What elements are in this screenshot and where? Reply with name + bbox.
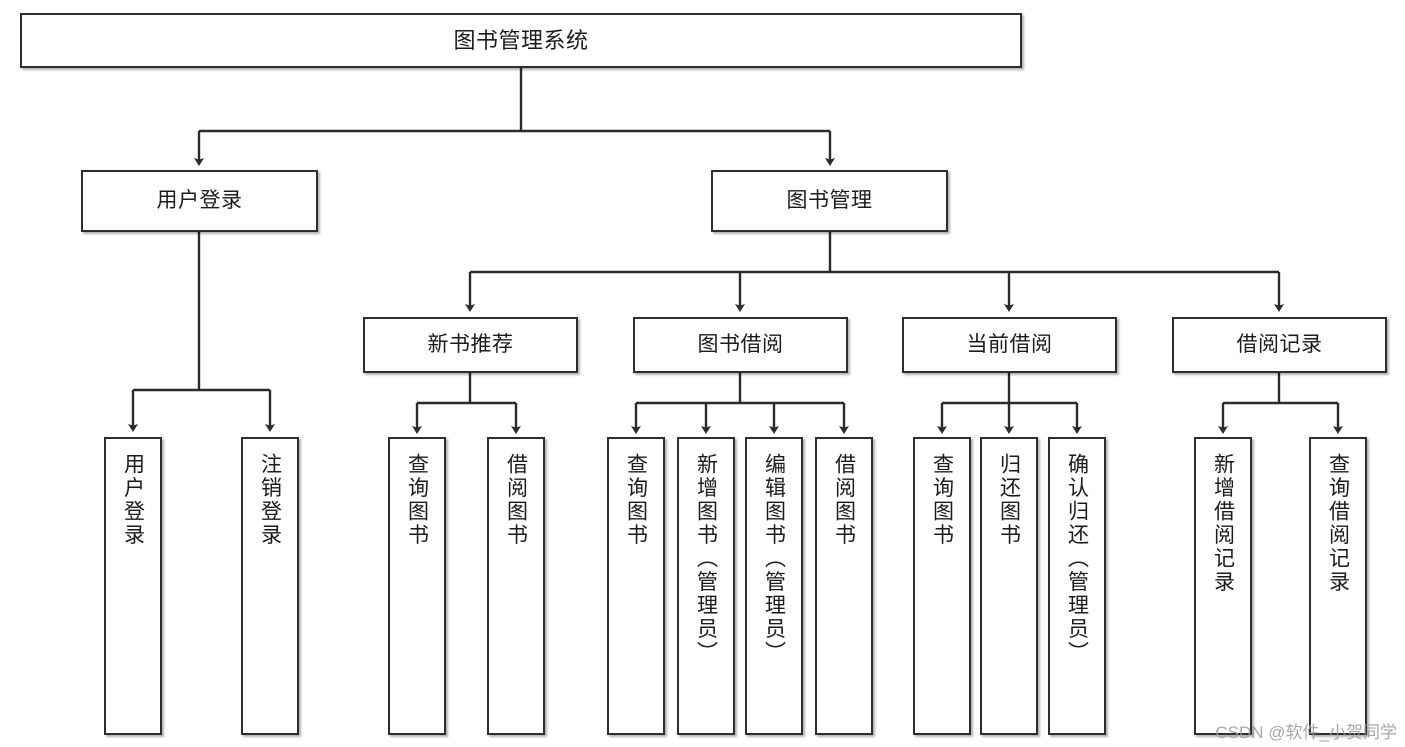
node-label: 查询图书 [405, 453, 429, 547]
node-label: 借阅记录 [1236, 332, 1323, 356]
node-user-login[interactable]: 用户登录 [81, 170, 318, 232]
node-label: 借阅图书 [504, 453, 528, 547]
node-new-book-recommend[interactable]: 新书推荐 [363, 317, 578, 373]
node-borrow-records[interactable]: 借阅记录 [1172, 317, 1387, 373]
node-label: 图书管理系统 [453, 27, 589, 53]
node-label: 新增图书（管理员） [694, 453, 718, 665]
node-label: 查询借阅记录 [1326, 453, 1350, 594]
node-label: 查询图书 [930, 453, 954, 547]
node-leaf-borrow-book[interactable]: 借阅图书 [815, 437, 873, 735]
node-leaf-user-login[interactable]: 用户登录 [104, 437, 162, 735]
node-leaf-return-book[interactable]: 归还图书 [980, 437, 1038, 735]
node-label: 图书借阅 [697, 332, 784, 356]
node-label: 借阅图书 [832, 453, 856, 547]
node-leaf-add-borrow-record[interactable]: 新增借阅记录 [1194, 437, 1252, 735]
node-label: 新书推荐 [427, 332, 514, 356]
node-label: 确认归还（管理员） [1065, 453, 1089, 665]
node-label: 用户登录 [121, 453, 145, 547]
node-label: 图书管理 [786, 188, 873, 212]
node-leaf-query-book-recommend[interactable]: 查询图书 [388, 437, 446, 735]
node-label: 用户登录 [156, 188, 243, 212]
node-label: 新增借阅记录 [1211, 453, 1235, 594]
node-label: 编辑图书（管理员） [762, 453, 786, 665]
node-current-borrow[interactable]: 当前借阅 [902, 317, 1117, 373]
watermark-text: CSDN @软件_小贺同学 [1215, 723, 1397, 742]
node-leaf-logout[interactable]: 注销登录 [241, 437, 299, 735]
node-leaf-add-book-admin[interactable]: 新增图书（管理员） [677, 437, 735, 735]
node-leaf-confirm-return-admin[interactable]: 确认归还（管理员） [1048, 437, 1106, 735]
node-label: 查询图书 [624, 453, 648, 547]
node-root-system[interactable]: 图书管理系统 [20, 13, 1022, 68]
node-book-management[interactable]: 图书管理 [711, 170, 948, 232]
node-leaf-edit-book-admin[interactable]: 编辑图书（管理员） [745, 437, 803, 735]
node-leaf-query-book-borrow[interactable]: 查询图书 [607, 437, 665, 735]
node-label: 注销登录 [258, 453, 282, 547]
node-leaf-query-borrow-record[interactable]: 查询借阅记录 [1309, 437, 1367, 735]
node-label: 当前借阅 [966, 332, 1053, 356]
node-leaf-query-book-current[interactable]: 查询图书 [913, 437, 971, 735]
node-leaf-borrow-book-recommend[interactable]: 借阅图书 [487, 437, 545, 735]
node-book-borrow[interactable]: 图书借阅 [633, 317, 848, 373]
node-label: 归还图书 [997, 453, 1021, 547]
